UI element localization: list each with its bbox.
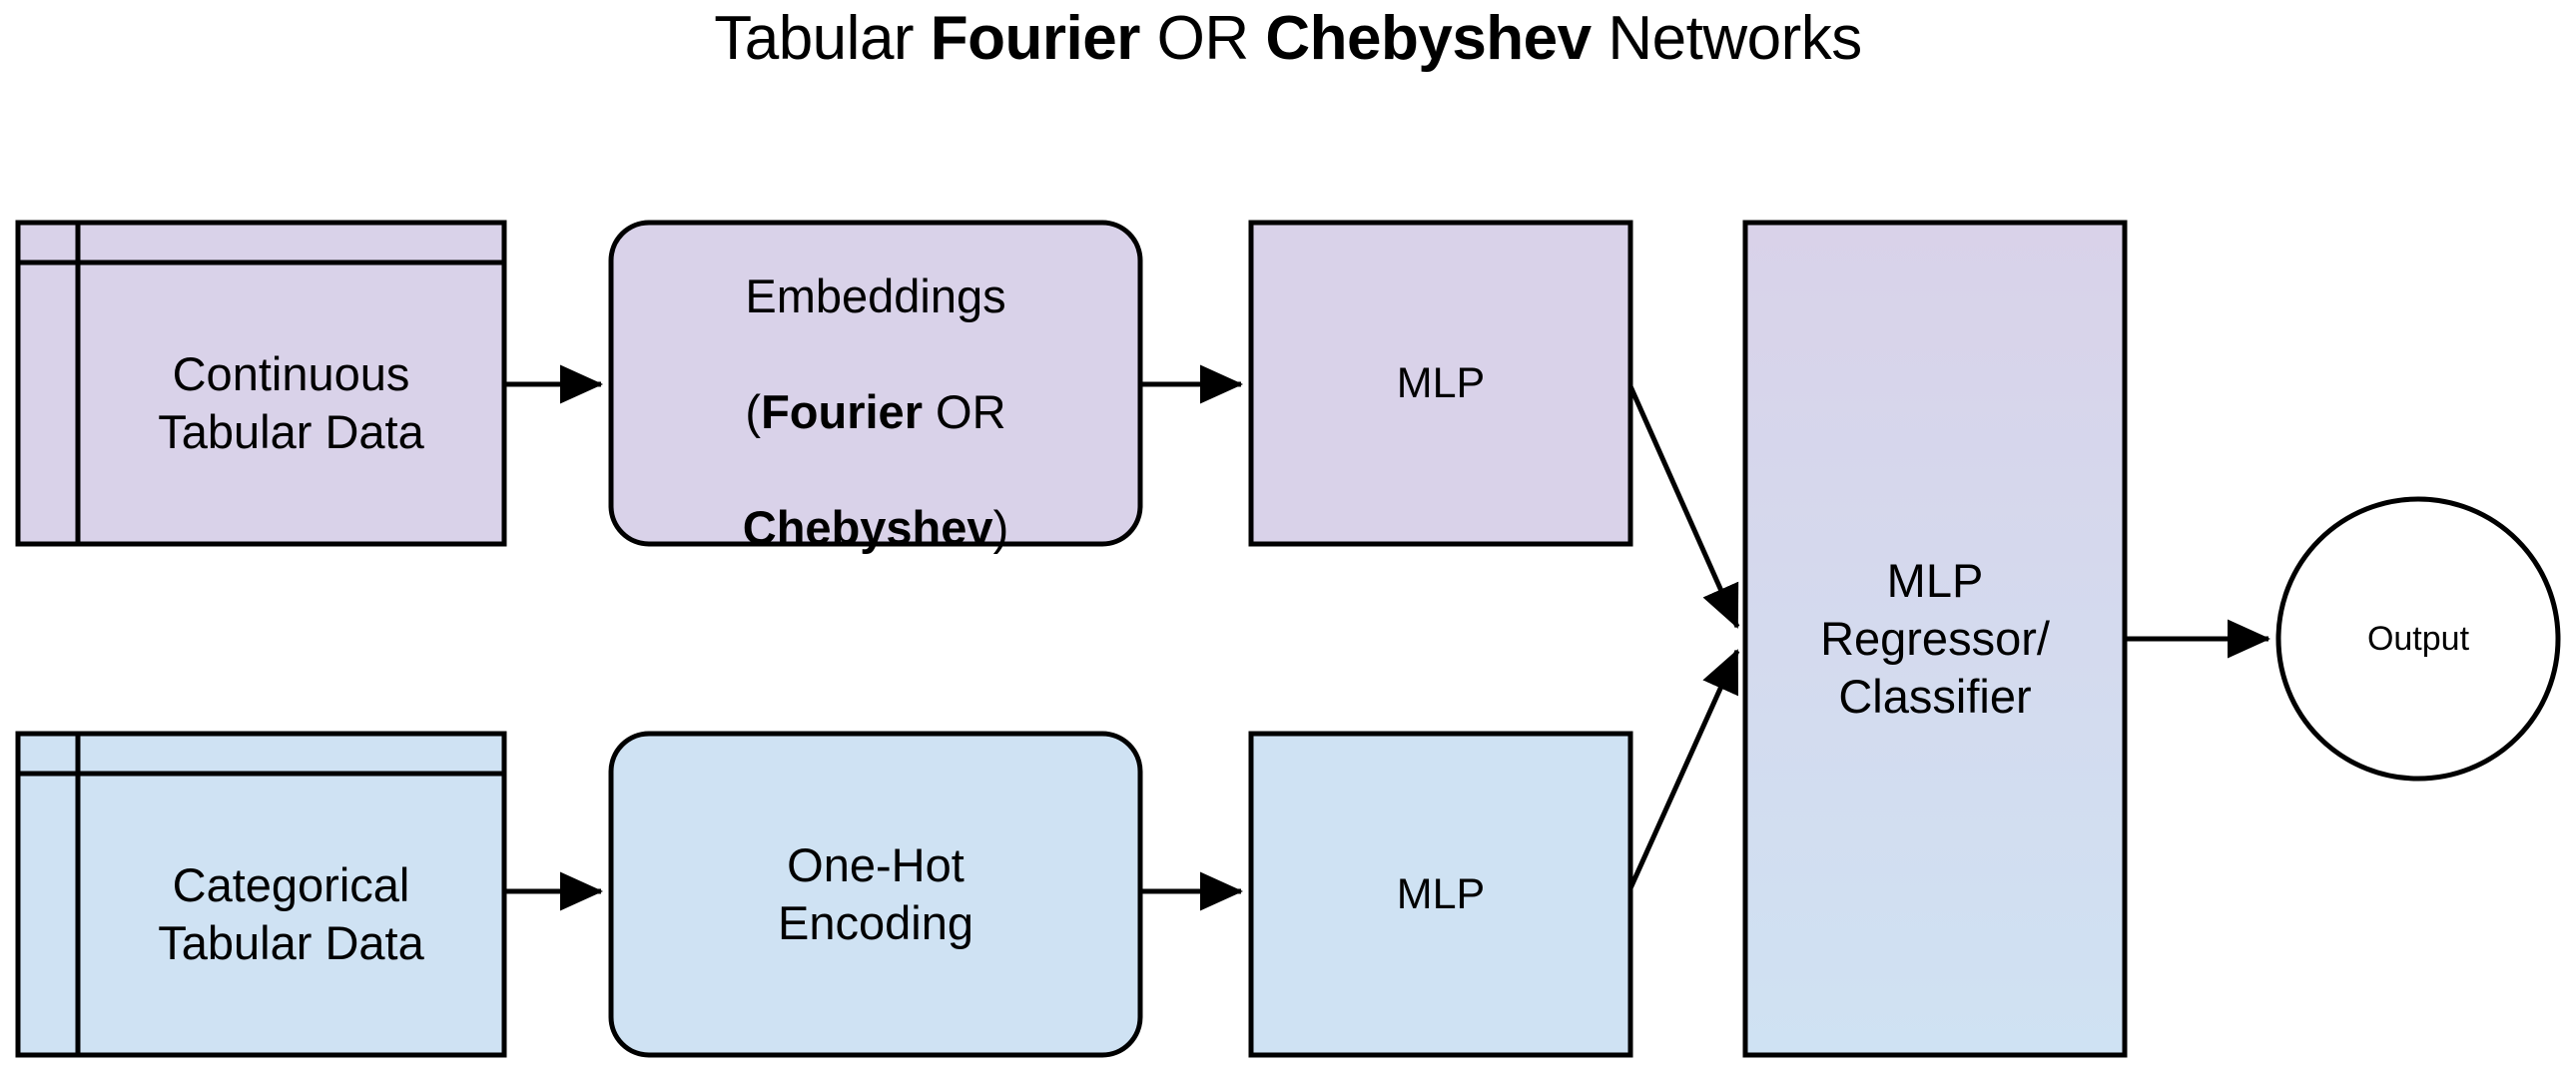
title-bold-fourier: Fourier <box>930 4 1141 73</box>
node-mlp-bottom[interactable] <box>1248 731 1633 1058</box>
title-suffix: Networks <box>1591 4 1862 73</box>
node-mlp-regressor-classifier[interactable] <box>1742 220 2128 1058</box>
node-continuous-table[interactable] <box>15 220 507 547</box>
node-mlp-top[interactable] <box>1248 220 1633 547</box>
edge-mlp-bottom-to-regressor <box>1627 649 1740 890</box>
title-middle: OR <box>1139 4 1266 73</box>
node-categorical-table[interactable] <box>15 731 507 1058</box>
page-title: Tabular Fourier OR Chebyshev Networks <box>0 4 2576 74</box>
node-embeddings[interactable] <box>608 220 1143 547</box>
title-prefix: Tabular <box>714 4 931 73</box>
node-one-hot-encoding[interactable] <box>608 731 1143 1058</box>
title-bold-chebyshev: Chebyshev <box>1265 4 1592 73</box>
edge-mlp-top-to-regressor <box>1627 384 1740 629</box>
node-output-circle[interactable] <box>2275 496 2561 782</box>
